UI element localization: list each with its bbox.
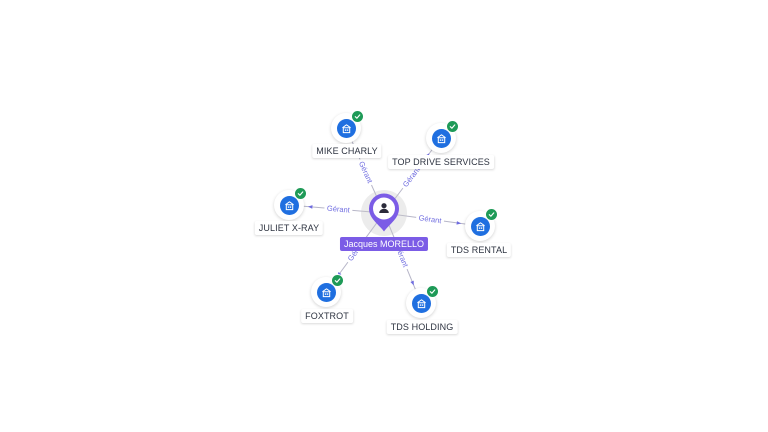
company-node[interactable] [465,208,498,241]
company-node[interactable] [274,187,307,220]
verified-check-icon [485,208,498,221]
person-label[interactable]: Jacques MORELLO [339,237,429,251]
building-icon [316,282,336,302]
company-label[interactable]: TDS RENTAL [446,243,512,257]
verified-check-icon [446,120,459,133]
building-icon [470,216,490,236]
company-label[interactable]: TOP DRIVE SERVICES [388,155,494,169]
edge-label: Gérant [327,204,352,215]
edge-label: Gérant [418,213,443,225]
edge-label-background [355,157,377,188]
edge-arrow [456,221,462,225]
verified-check-icon [331,274,344,287]
verified-check-icon [426,285,439,298]
person-icon[interactable] [367,193,401,238]
company-node[interactable] [311,274,344,307]
company-node[interactable] [406,285,439,318]
company-label[interactable]: FOXTROT [301,309,353,323]
edge-arrow [307,205,313,209]
company-node[interactable] [426,120,459,153]
edge-label-background [415,212,445,227]
company-node[interactable] [331,110,364,143]
building-icon [279,195,299,215]
verified-check-icon [351,110,364,123]
verified-check-icon [294,187,307,200]
building-icon [431,128,451,148]
edge-label-background [324,203,353,216]
building-icon [411,293,431,313]
company-label[interactable]: MIKE CHARLY [312,144,382,158]
company-label[interactable]: JULIET X-RAY [254,221,324,235]
edge-arrow [410,280,414,286]
building-icon [336,118,356,138]
edge-label-background [398,162,424,192]
edge-label: Gérant [357,160,375,185]
company-label[interactable]: TDS HOLDING [386,320,458,334]
